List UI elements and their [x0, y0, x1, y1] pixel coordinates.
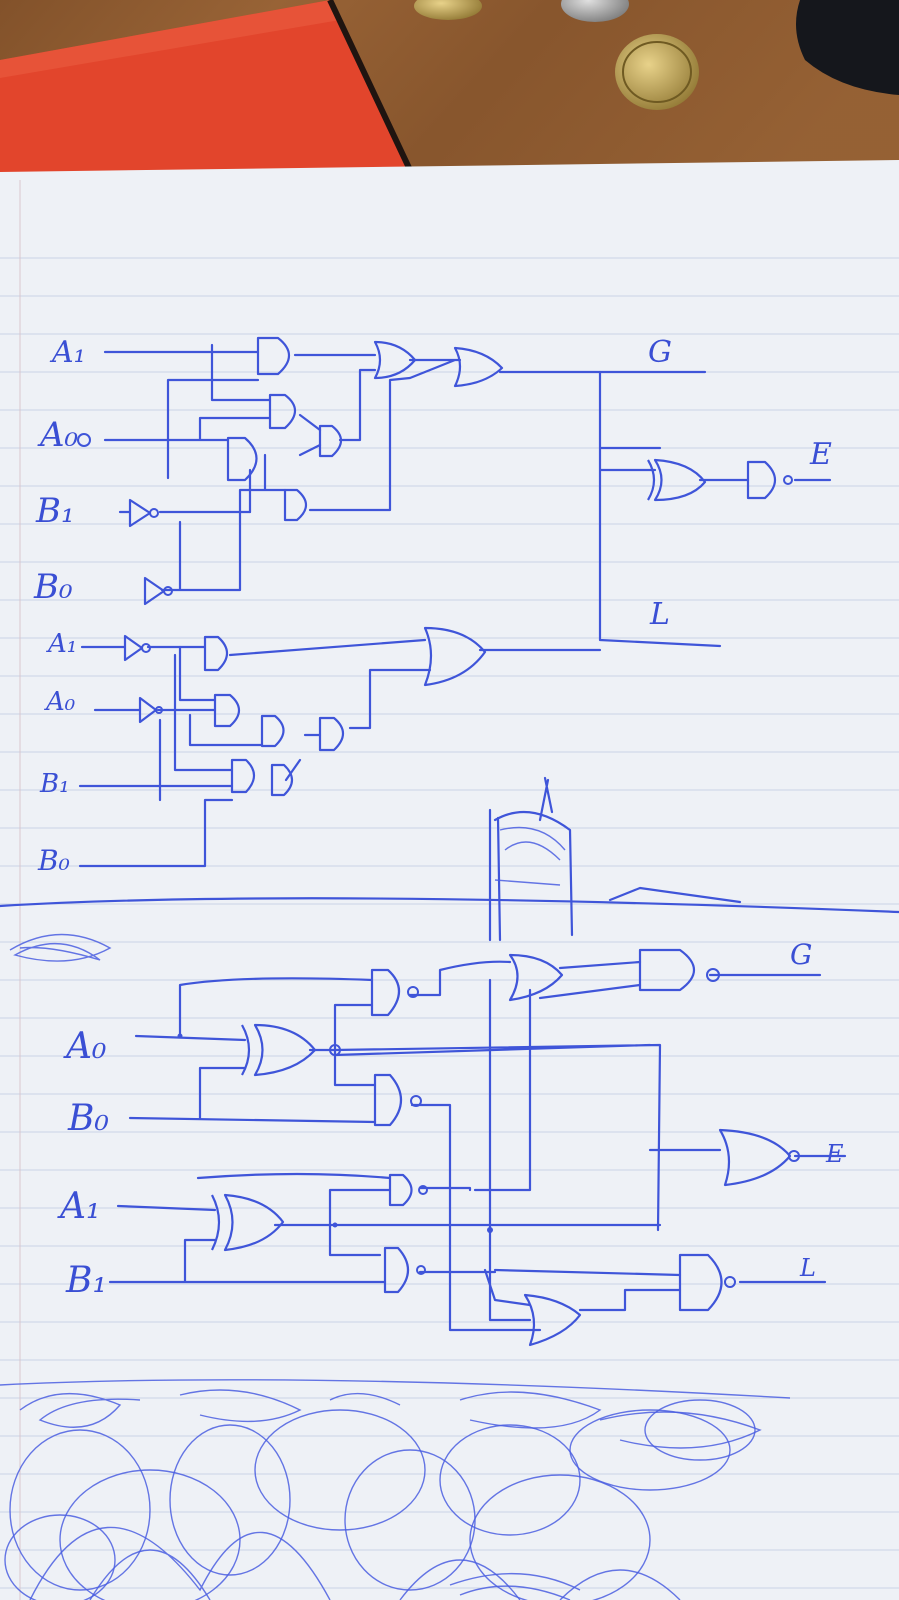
xor-gate [253, 1023, 317, 1077]
ruled-lines [0, 257, 899, 1589]
output-label-e: E [809, 437, 832, 472]
not-gate [138, 696, 158, 724]
black-case [796, 0, 899, 95]
input-label-a0: A₀ [63, 1026, 106, 1067]
input-label-b1: B₁ [35, 491, 75, 531]
or-gate [508, 953, 564, 1002]
or-gate [423, 626, 487, 687]
nand-gate [383, 1246, 410, 1294]
and-gate [213, 693, 241, 728]
nor-gate [718, 1128, 792, 1187]
or-gate [453, 346, 504, 388]
or-gate [373, 340, 417, 380]
middle-comparator-circuit: A₁ A₀ B₁ B₀ [37, 626, 602, 877]
input-label-b0: B₀ [37, 844, 70, 877]
and-gate [260, 714, 285, 748]
input-label-b1: B₁ [39, 769, 70, 799]
not-gate [143, 576, 166, 606]
and-gate [318, 424, 343, 458]
and-gate [270, 763, 294, 797]
or-gate [523, 1293, 582, 1347]
xor-gate [223, 1193, 285, 1252]
output-label-e: E [825, 1140, 844, 1168]
input-label-a0: A₀ [44, 687, 76, 717]
not-gate [128, 498, 152, 528]
output-label-g: G [648, 335, 672, 370]
doodle-figure [488, 776, 742, 942]
bottom-comparator-circuit: A₀ B₀ A₁ B₁ G E L [9, 933, 847, 1347]
and-gate [283, 488, 308, 522]
input-label-b0: B₀ [33, 567, 73, 607]
coin [561, 0, 629, 22]
and-gate [268, 393, 297, 430]
input-label-a1: A₁ [49, 335, 86, 370]
output-label-l: L [799, 1254, 816, 1282]
and-gate [230, 758, 256, 794]
top-comparator-circuit: A₁ A₀ B₁ B₀ G E L [33, 335, 832, 648]
nand-gate [638, 948, 696, 992]
nand-gate [388, 1173, 413, 1207]
input-label-a1: A₁ [57, 1186, 100, 1227]
output-label-l: L [649, 597, 670, 632]
input-label-b0: B₀ [67, 1098, 109, 1139]
coin [414, 0, 482, 20]
and-gate [203, 635, 229, 672]
xor-gate [653, 458, 707, 502]
output-label-g: G [790, 938, 812, 971]
coin [615, 34, 699, 110]
and-gate [318, 716, 345, 752]
input-label-a0: A₀ [37, 415, 79, 455]
and-gate [256, 336, 291, 376]
not-gate [123, 634, 144, 662]
scribbled-equations [0, 1379, 791, 1600]
nand-gate [746, 460, 777, 500]
nand-gate [370, 968, 401, 1017]
input-label-b1: B₁ [65, 1260, 107, 1301]
red-notebook-cover [0, 0, 410, 175]
paper-sheet [0, 160, 899, 1600]
nand-gate [678, 1253, 723, 1312]
input-label-a1: A₁ [46, 629, 77, 659]
and-gate [226, 436, 258, 482]
nand-gate [373, 1073, 403, 1127]
